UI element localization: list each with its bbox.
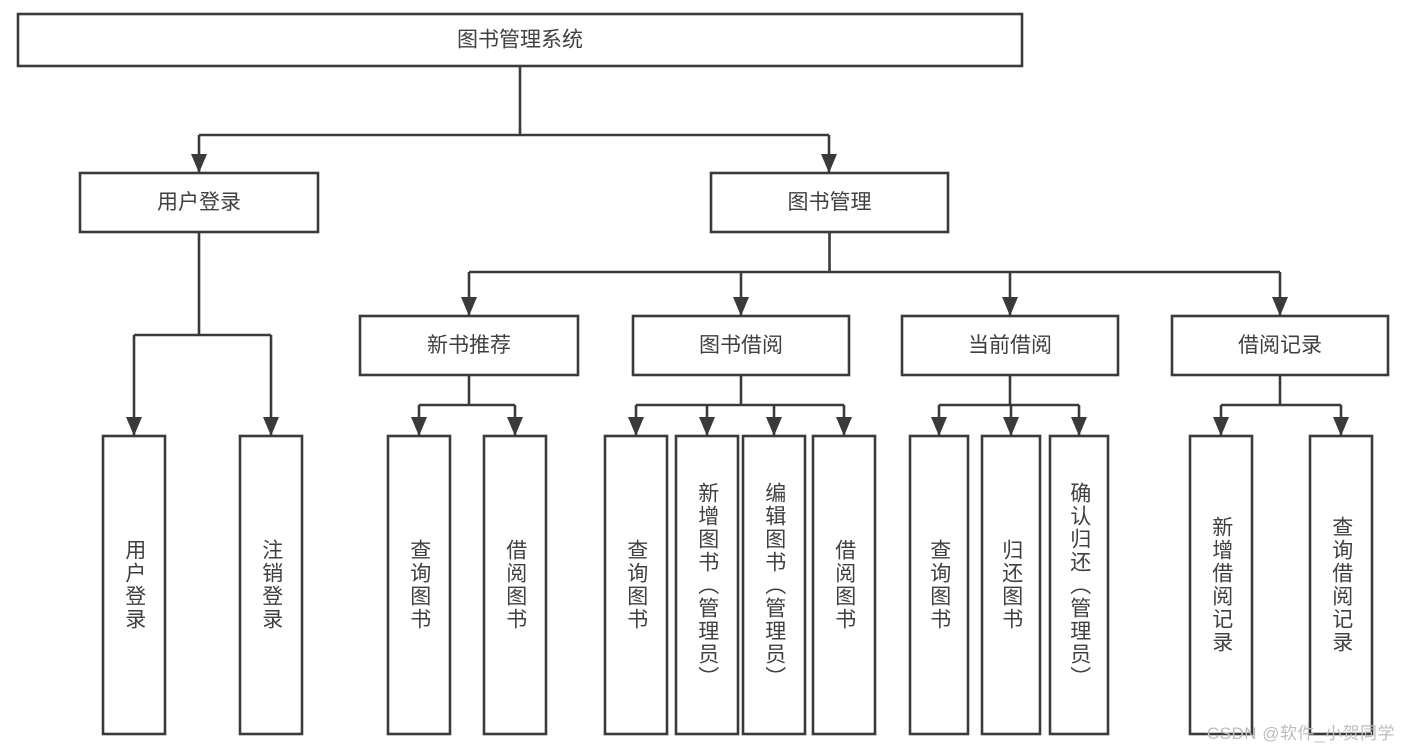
node-leaf-1[interactable] [238, 434, 304, 736]
node-level1-label-1: 图书管理 [788, 191, 872, 214]
arrow-head-icon [1213, 417, 1229, 436]
boxes-layer [16, 12, 1390, 736]
arrow-head-icon [191, 154, 207, 173]
arrow-head-icon [1272, 297, 1288, 316]
node-level2-0[interactable] [358, 314, 580, 377]
node-leaf-6[interactable] [741, 434, 807, 736]
node-root[interactable] [16, 12, 1024, 68]
arrow-head-icon [836, 417, 852, 436]
arrow-head-icon [628, 417, 644, 436]
node-level1-label-0: 用户登录 [157, 191, 241, 214]
arrow-head-icon [126, 417, 142, 436]
node-leaf-10[interactable] [1048, 434, 1110, 736]
node-leaf-9[interactable] [980, 434, 1042, 736]
node-level2-label-3: 借阅记录 [1238, 334, 1322, 357]
arrow-head-icon [461, 297, 477, 316]
arrow-head-icon [1003, 417, 1019, 436]
arrow-head-icon [507, 417, 523, 436]
arrow-head-icon [821, 154, 837, 173]
node-leaf-2[interactable] [386, 434, 452, 736]
node-root-label: 图书管理系统 [457, 29, 583, 52]
edges-layer [126, 66, 1349, 436]
node-level2-label-2: 当前借阅 [968, 334, 1052, 357]
node-leaf-11[interactable] [1188, 434, 1254, 736]
arrow-head-icon [411, 417, 427, 436]
node-leaf-8[interactable] [908, 434, 970, 736]
node-level2-2[interactable] [900, 314, 1120, 377]
arrow-head-icon [1071, 417, 1087, 436]
node-level2-3[interactable] [1170, 314, 1390, 377]
node-level2-label-1: 图书借阅 [699, 334, 783, 357]
node-leaf-7[interactable] [811, 434, 877, 736]
node-level2-label-0: 新书推荐 [427, 334, 511, 357]
node-level2-1[interactable] [631, 314, 851, 377]
node-leaf-0[interactable] [101, 434, 167, 736]
arrow-head-icon [699, 417, 715, 436]
node-leaf-5[interactable] [674, 434, 740, 736]
watermark: CSDN @软件_小贺同学 [1206, 724, 1395, 743]
node-leaf-12[interactable] [1308, 434, 1374, 736]
arrow-head-icon [931, 417, 947, 436]
node-level1-1[interactable] [709, 171, 950, 234]
arrow-head-icon [766, 417, 782, 436]
arrow-head-icon [1002, 297, 1018, 316]
node-leaf-4[interactable] [603, 434, 669, 736]
arrow-head-icon [1333, 417, 1349, 436]
node-level1-0[interactable] [78, 171, 320, 234]
arrow-head-icon [263, 417, 279, 436]
arrow-head-icon [733, 297, 749, 316]
node-leaf-3[interactable] [482, 434, 548, 736]
